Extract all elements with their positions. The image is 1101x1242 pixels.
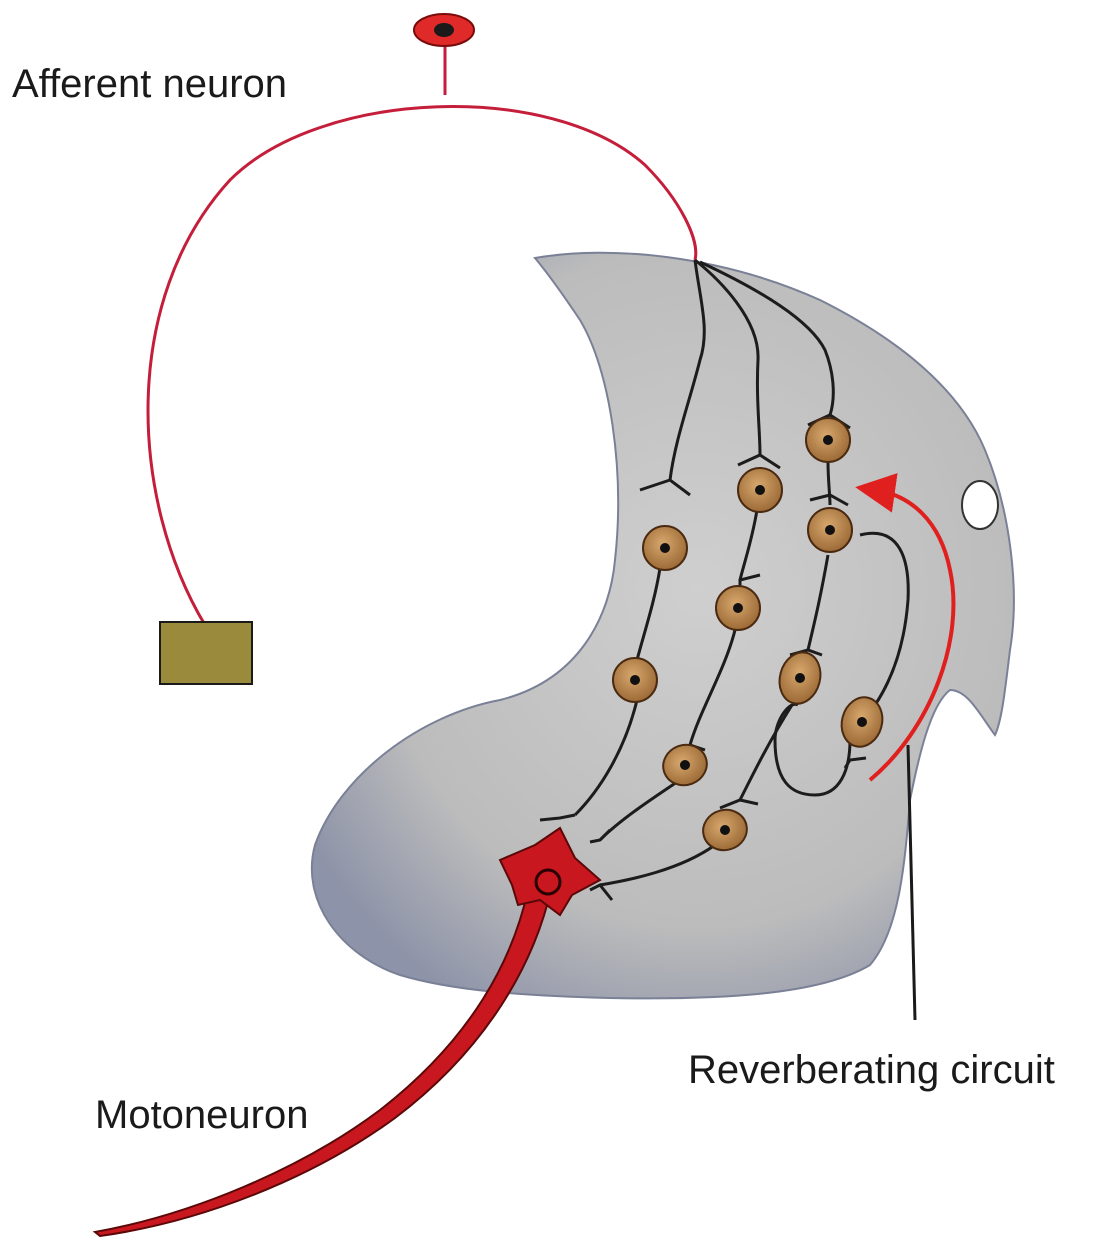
interneuron-icon (643, 526, 687, 570)
interneuron-icon (738, 468, 782, 512)
afferent-neuron-label: Afferent neuron (12, 62, 287, 106)
motoneuron-label: Motoneuron (95, 1093, 308, 1137)
receptor-box-icon (160, 622, 252, 684)
interneuron-icon (806, 418, 850, 462)
gray-matter (312, 253, 1014, 999)
interneuron-icon (716, 586, 760, 630)
afferent-nucleus-icon (434, 23, 454, 37)
interneuron-icon (808, 508, 852, 552)
white-hole (962, 481, 998, 529)
reverberating-circuit-label: Reverberating circuit (688, 1048, 1055, 1092)
interneuron-icon (613, 658, 657, 702)
